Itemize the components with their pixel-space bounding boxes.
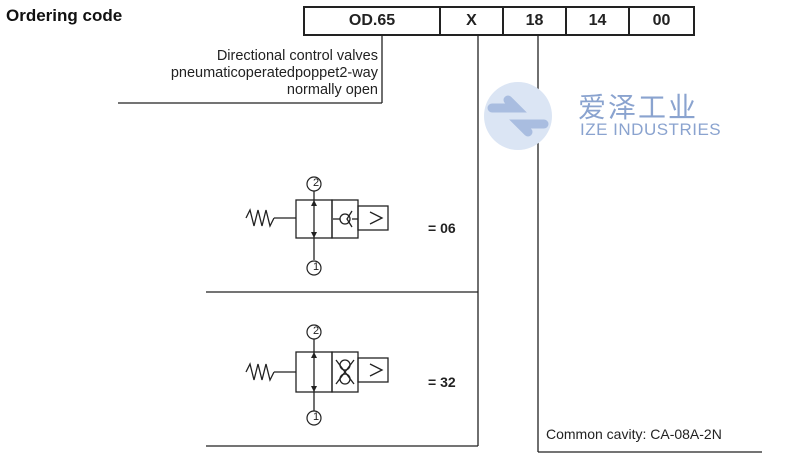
cavity-note: Common cavity: CA-08A-2N	[546, 426, 722, 442]
valve-symbol-06	[245, 176, 389, 276]
watermark-chinese: 爱泽工业	[578, 92, 699, 123]
code-cell-seal: 00	[652, 12, 671, 29]
option-label-32: = 32	[428, 374, 456, 390]
port-label-top: 2	[312, 177, 320, 189]
port-label-bottom: 1	[312, 411, 320, 423]
option-label-06: = 06	[428, 220, 456, 236]
ordering-code-title: Ordering code	[6, 6, 123, 25]
watermark-logo-icon	[484, 82, 552, 150]
valve-symbol-32	[245, 324, 389, 426]
port-label-top: 2	[312, 325, 320, 337]
code-cell-size: 18	[504, 8, 567, 34]
code-cell-option: X	[441, 8, 504, 34]
description-line: Directional control valves	[216, 48, 378, 64]
port-label-bottom: 1	[312, 261, 320, 273]
description-line: pneumaticoperatedpoppet2-way	[170, 65, 378, 81]
code-cell-voltage: 14	[567, 8, 630, 34]
watermark-english: IZE INDUSTRIES	[580, 120, 722, 139]
description-line: normally open	[286, 82, 378, 98]
code-cell-series: OD.65	[305, 8, 441, 34]
ordering-code-table: OD.65 X 18 14 00	[303, 6, 695, 36]
valve-description: Directional control valves pneumaticoper…	[171, 48, 378, 99]
